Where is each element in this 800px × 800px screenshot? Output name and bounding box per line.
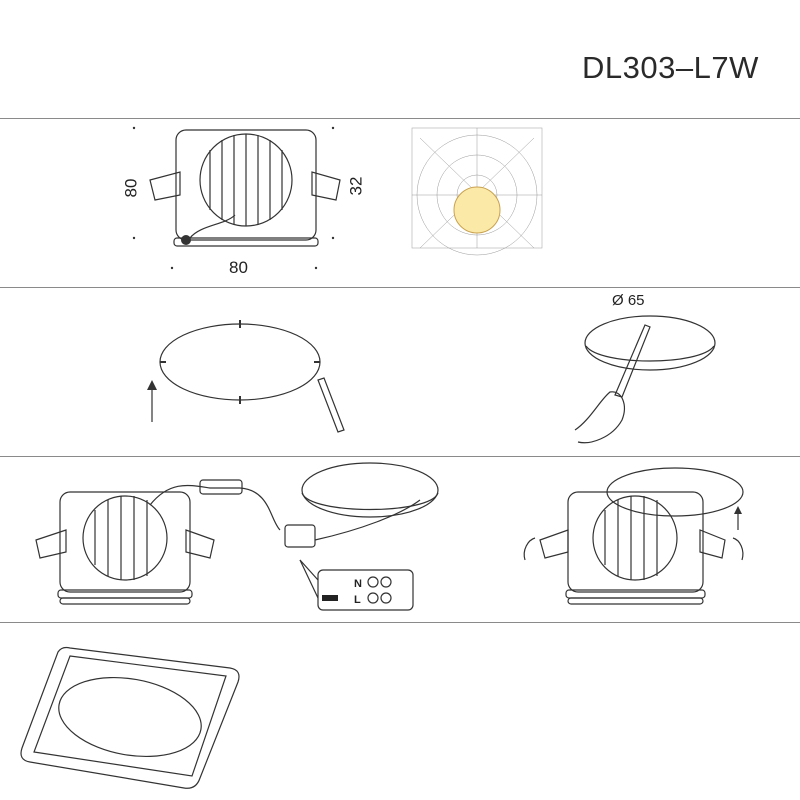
divider xyxy=(0,118,800,119)
rotate-arrow-icon xyxy=(732,537,744,561)
product-drawing xyxy=(132,126,341,270)
live-label: L xyxy=(354,594,361,606)
cutout-diameter: Ø 65 xyxy=(612,292,645,309)
terminal-block xyxy=(317,569,414,611)
rotate-arrow-icon xyxy=(523,537,536,561)
cutout-saw-drawing xyxy=(574,315,716,444)
cutout-marking-drawing xyxy=(147,320,345,433)
model-title: DL303–L7W xyxy=(582,50,759,85)
beam-shape xyxy=(453,186,501,234)
pencil-icon xyxy=(317,377,345,433)
installation-drawing xyxy=(523,467,744,605)
divider xyxy=(0,287,800,288)
hand-icon xyxy=(574,391,625,444)
width-dimension: 80 xyxy=(229,258,248,277)
divider xyxy=(0,622,800,623)
divider xyxy=(0,456,800,457)
polar-light-distribution-chart xyxy=(411,127,543,256)
trim-drawing xyxy=(20,646,240,789)
wiring-drawing: N L xyxy=(35,462,439,611)
neutral-label: N xyxy=(354,578,362,590)
